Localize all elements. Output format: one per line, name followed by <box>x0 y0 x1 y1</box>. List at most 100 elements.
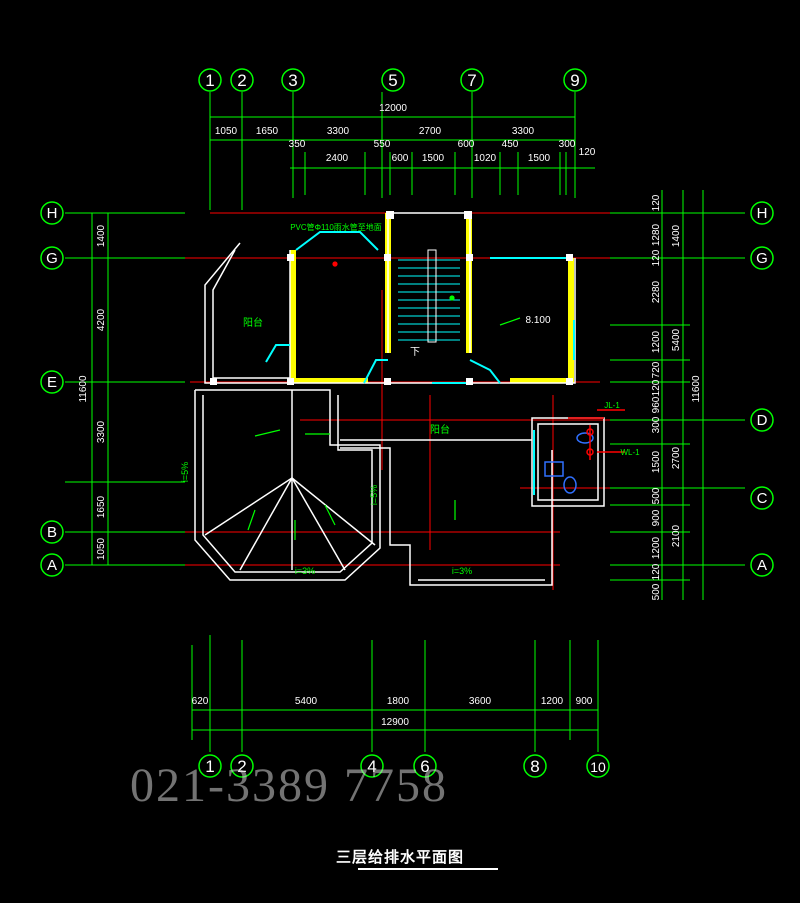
axis-right-label: H <box>757 205 768 222</box>
dim-right: 300 <box>651 416 662 433</box>
dim-right: 1200 <box>651 330 662 353</box>
axis-bottom-label: 10 <box>590 759 606 775</box>
dim-bottom: 620 <box>192 696 209 707</box>
dim-right-mid: 1400 <box>671 224 682 247</box>
axis-bubble <box>523 754 547 778</box>
axis-bubble <box>750 246 774 270</box>
dim-right-mid: 2700 <box>671 446 682 469</box>
axis-left-label: E <box>47 374 57 391</box>
dim-bottom: 1200 <box>541 696 564 707</box>
dim-right: 120 <box>651 194 662 211</box>
label-stair-down: 下 <box>410 347 420 358</box>
phone-watermark: 021-3389 7758 <box>130 759 448 812</box>
dim-left: 1650 <box>96 495 107 518</box>
axis-bottom-label: 2 <box>237 757 246 776</box>
label-riser: JL-1 <box>604 401 620 410</box>
axis-top-label: 9 <box>570 71 579 90</box>
axis-right-label: G <box>756 250 768 267</box>
axis-left-label: A <box>47 557 57 574</box>
axis-bottom-label: 1 <box>205 757 214 776</box>
dim-right-mid: 2100 <box>671 524 682 547</box>
axis-bubble <box>563 68 587 92</box>
dim-right: 900 <box>651 509 662 526</box>
axis-left-label: G <box>46 250 58 267</box>
label-slope: i=5% <box>369 485 379 505</box>
axis-bubble <box>40 520 64 544</box>
dim-top: 2700 <box>419 126 442 137</box>
dim-top: 3300 <box>327 126 350 137</box>
dim-top: 450 <box>502 139 519 150</box>
axis-bubbles-top <box>198 68 587 92</box>
dim-right: 2280 <box>651 280 662 303</box>
dim-right: 720 <box>651 361 662 378</box>
axis-top-label: 5 <box>388 71 397 90</box>
axis-bottom-label: 4 <box>367 757 376 776</box>
dim-top: 600 <box>392 153 409 164</box>
label-balcony-mid: 阳台 <box>430 423 450 436</box>
axis-top-label: 2 <box>237 71 246 90</box>
dim-right: 120 <box>651 249 662 266</box>
dim-bottom: 5400 <box>295 696 318 707</box>
label-floor-level: 8.100 <box>525 315 550 326</box>
dim-top: 300 <box>559 139 576 150</box>
axis-bubbles-bottom <box>198 754 610 778</box>
axis-bubbles-right <box>750 201 774 577</box>
dim-right: 960 <box>651 396 662 413</box>
axis-top-label: 7 <box>467 71 476 90</box>
dim-bottom-total: 12900 <box>381 717 409 728</box>
dim-top: 120 <box>579 147 596 158</box>
axis-bubble <box>750 201 774 225</box>
title-underline <box>358 868 498 870</box>
axis-bubble <box>230 68 254 92</box>
axis-grid-lines <box>100 212 700 590</box>
dim-top: 600 <box>458 139 475 150</box>
axis-right-label: C <box>757 490 768 507</box>
axis-bubble <box>381 68 405 92</box>
axis-left-label: H <box>47 205 58 222</box>
axis-bubble <box>198 754 222 778</box>
axis-top-label: 3 <box>288 71 297 90</box>
dim-left: 4200 <box>96 308 107 331</box>
axis-bubbles-left <box>40 201 64 577</box>
label-pipe-note: PVC管Φ110雨水管至地面 <box>290 222 382 232</box>
axis-right-label: A <box>757 557 767 574</box>
dim-right-total: 11600 <box>691 375 702 403</box>
dim-left-total: 11600 <box>78 375 89 403</box>
dim-top: 3300 <box>512 126 535 137</box>
axis-bubble <box>40 553 64 577</box>
axis-bottom-label: 8 <box>530 757 539 776</box>
dim-bottom: 900 <box>576 696 593 707</box>
dim-top: 1500 <box>528 153 551 164</box>
dim-left: 1400 <box>96 224 107 247</box>
axis-left-label: B <box>47 524 57 541</box>
dim-right: 500 <box>651 487 662 504</box>
axis-bubble <box>413 754 437 778</box>
dim-top: 1650 <box>256 126 279 137</box>
axis-bubble <box>360 754 384 778</box>
label-slope: i=3% <box>452 566 472 576</box>
left-dimension-lines <box>65 212 185 566</box>
dim-top: 550 <box>374 139 391 150</box>
dim-right: 500 <box>651 583 662 600</box>
top-dimension-lines <box>209 92 595 210</box>
dim-right-mid: 5400 <box>671 328 682 351</box>
label-slope: i=3% <box>295 566 315 576</box>
axis-bubble <box>40 246 64 270</box>
axis-bubble <box>40 201 64 225</box>
label-balcony-left: 阳台 <box>243 316 263 329</box>
bottom-dimension-lines <box>191 635 599 752</box>
dim-top: 1050 <box>215 126 238 137</box>
axis-right-label: D <box>757 412 768 429</box>
axis-bubble <box>750 486 774 510</box>
dim-left: 1050 <box>96 537 107 560</box>
walls <box>194 211 625 586</box>
axis-top-label: 1 <box>205 71 214 90</box>
label-riser: WL-1 <box>620 448 640 457</box>
axis-bubble <box>460 68 484 92</box>
axis-bottom-label: 6 <box>420 757 429 776</box>
axis-bubble <box>281 68 305 92</box>
dim-right: 120 <box>651 563 662 580</box>
axis-bubble <box>230 754 254 778</box>
dim-left: 3300 <box>96 420 107 443</box>
